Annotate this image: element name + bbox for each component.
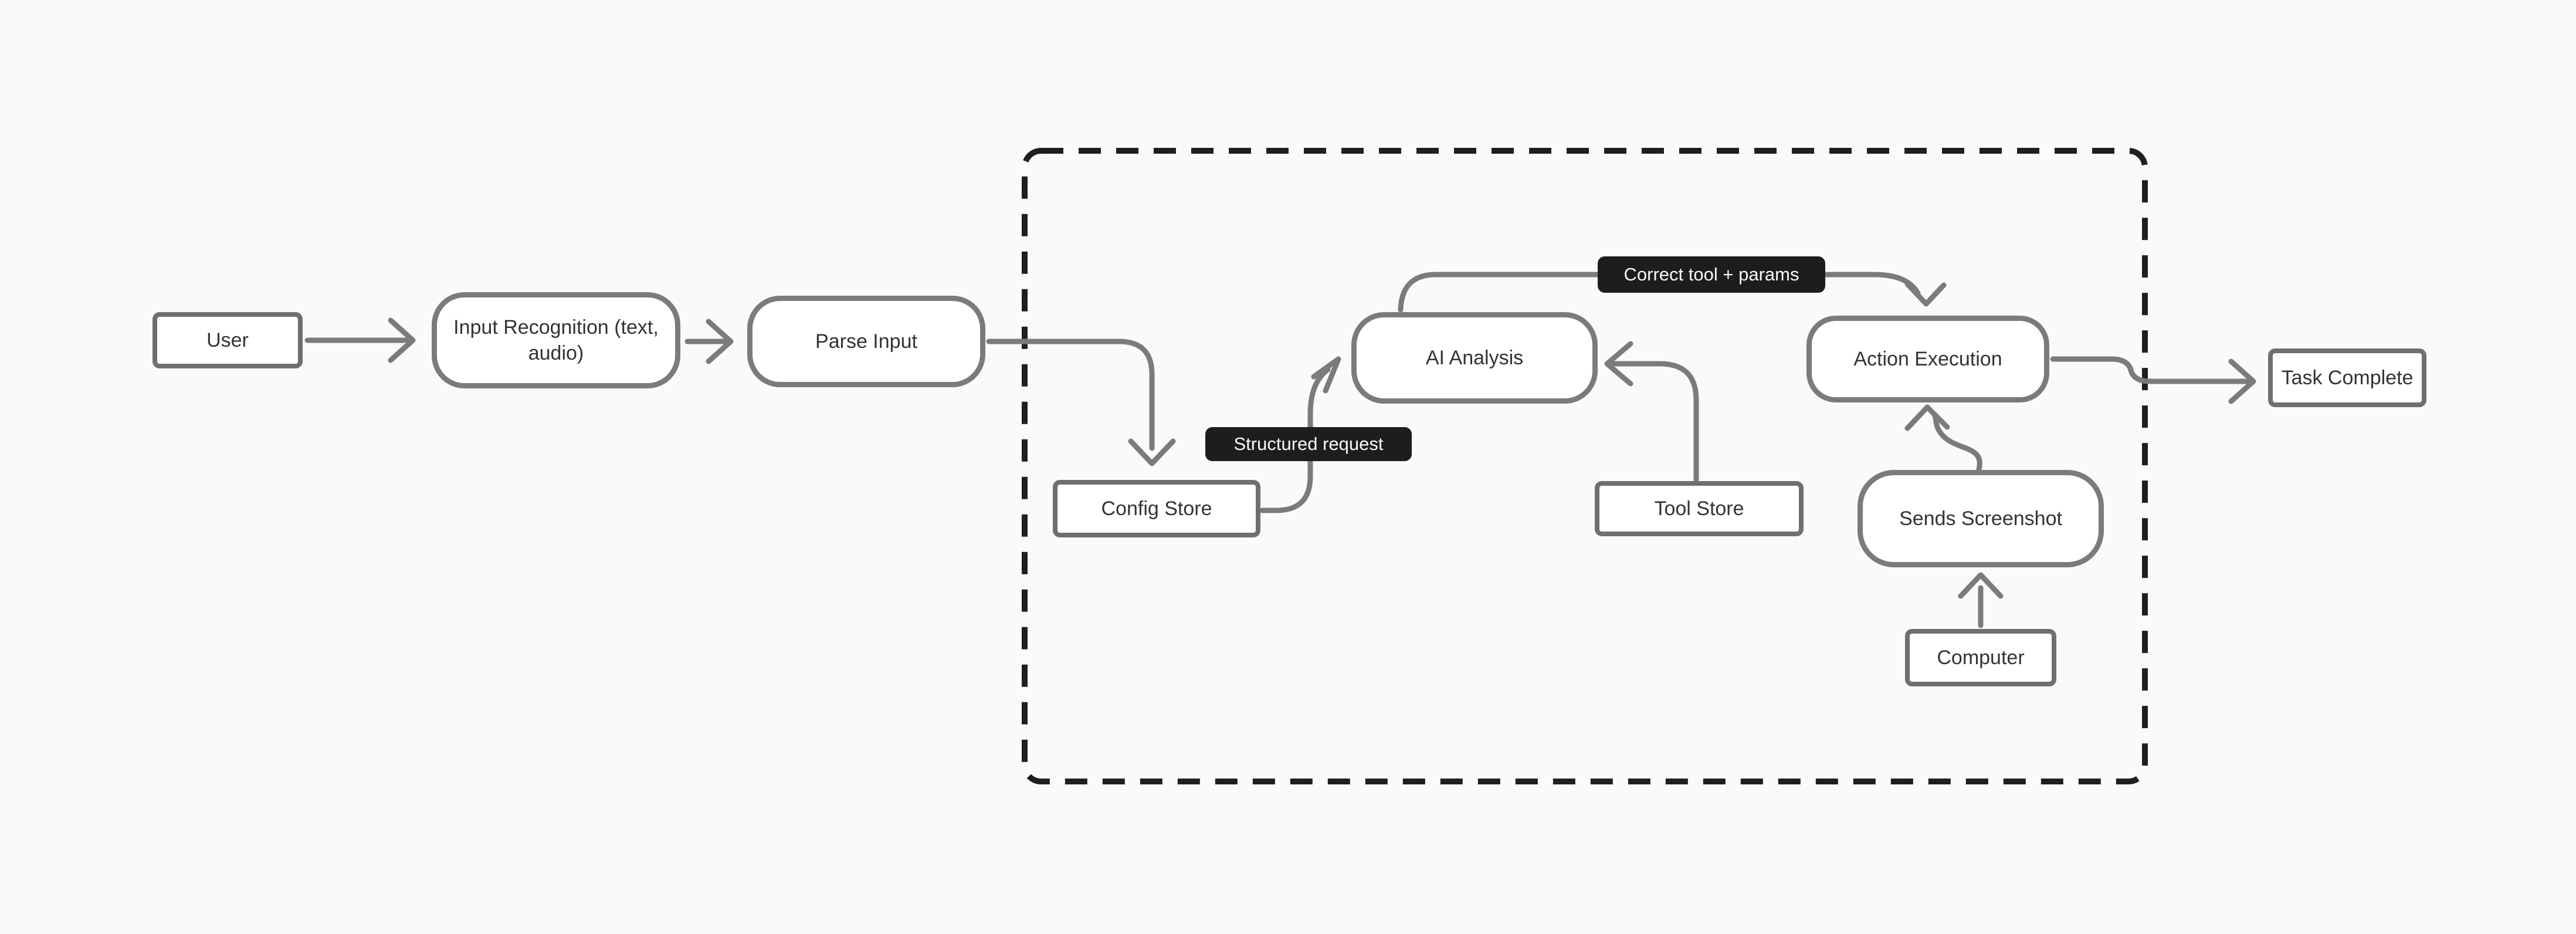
node-action-execution: Action Execution (1806, 316, 2049, 402)
edge-label-correct-tool-params-text: Correct tool + params (1623, 264, 1799, 285)
arrow-action-execution-to-task-complete (2050, 356, 2256, 404)
edge-label-correct-tool-params: Correct tool + params (1598, 256, 1825, 293)
node-computer-label: Computer (1937, 646, 2025, 669)
node-sends-screenshot-label: Sends Screenshot (1899, 507, 2062, 530)
node-task-complete: Task Complete (2268, 348, 2426, 407)
node-user: User (152, 312, 303, 368)
node-config-store-label: Config Store (1101, 497, 1212, 520)
arrow-input-recognition-to-parse-input (684, 319, 734, 364)
arrow-parse-input-to-config-store (986, 339, 1176, 466)
node-computer: Computer (1905, 629, 2056, 686)
node-config-store: Config Store (1053, 480, 1260, 537)
edge-label-structured-request-text: Structured request (1233, 434, 1384, 454)
arrow-computer-to-sends-screenshot (1958, 572, 2004, 628)
node-input-recognition: Input Recognition (text, audio) (432, 292, 680, 388)
arrow-config-store-to-ai-analysis (1259, 356, 1341, 513)
agent-boundary-dashed-box (1022, 148, 2148, 784)
arrow-sends-screenshot-to-action-execution (1904, 404, 1982, 472)
edge-label-structured-request: Structured request (1205, 427, 1412, 461)
node-tool-store-label: Tool Store (1654, 497, 1744, 520)
node-parse-input: Parse Input (747, 296, 985, 387)
node-ai-analysis: AI Analysis (1351, 312, 1598, 404)
node-tool-store: Tool Store (1595, 481, 1804, 536)
arrow-tool-store-to-ai-analysis (1604, 341, 1699, 483)
node-user-label: User (206, 329, 249, 351)
node-sends-screenshot: Sends Screenshot (1858, 470, 2104, 567)
node-input-recognition-label: Input Recognition (text, audio) (453, 316, 659, 364)
node-ai-analysis-label: AI Analysis (1425, 346, 1524, 369)
node-action-execution-label: Action Execution (1853, 347, 2002, 370)
arrow-ai-analysis-to-action-execution (1398, 272, 1947, 313)
node-parse-input-label: Parse Input (815, 330, 917, 353)
arrow-user-to-input-recognition (304, 317, 416, 363)
node-task-complete-label: Task Complete (2281, 366, 2414, 389)
